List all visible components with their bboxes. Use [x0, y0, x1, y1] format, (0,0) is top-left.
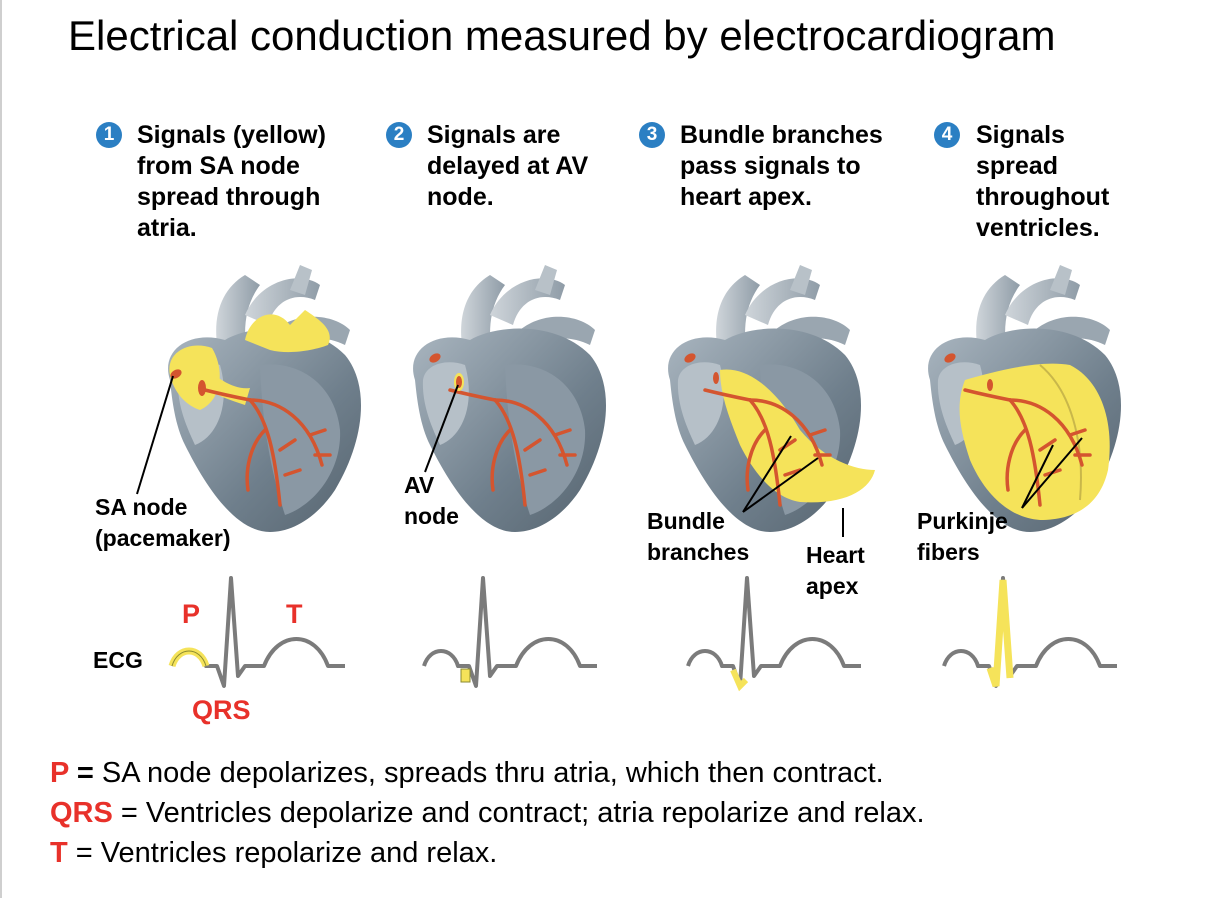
- legend-line-p: P = SA node depolarizes, spreads thru at…: [50, 757, 884, 789]
- sa-node-label: SA node(pacemaker): [95, 494, 231, 551]
- ecg-traces: [170, 576, 1117, 688]
- p-wave-label: P: [182, 599, 201, 629]
- ecg-label: ECG: [93, 647, 143, 673]
- heart-3-drawing: [668, 265, 875, 532]
- step-1-badge: 1: [96, 122, 122, 148]
- legend-line-qrs: QRS = Ventricles depolarize and contract…: [50, 797, 925, 829]
- step-2-badge: 2: [386, 122, 412, 148]
- left-border: [0, 0, 2, 898]
- step-3-badge: 3: [639, 122, 665, 148]
- t-wave-label: T: [286, 599, 303, 629]
- leader-lines: [136, 375, 1083, 537]
- heart-4-drawing: [928, 265, 1122, 532]
- qrs-label: QRS: [192, 695, 251, 725]
- step-4-badge: 4: [934, 122, 960, 148]
- ecg-highlights: [168, 579, 1014, 692]
- diagram-title: Electrical conduction measured by electr…: [68, 12, 1056, 59]
- legend-line-t: T = Ventricles repolarize and relax.: [50, 837, 498, 869]
- heart-1-drawing: [168, 265, 362, 532]
